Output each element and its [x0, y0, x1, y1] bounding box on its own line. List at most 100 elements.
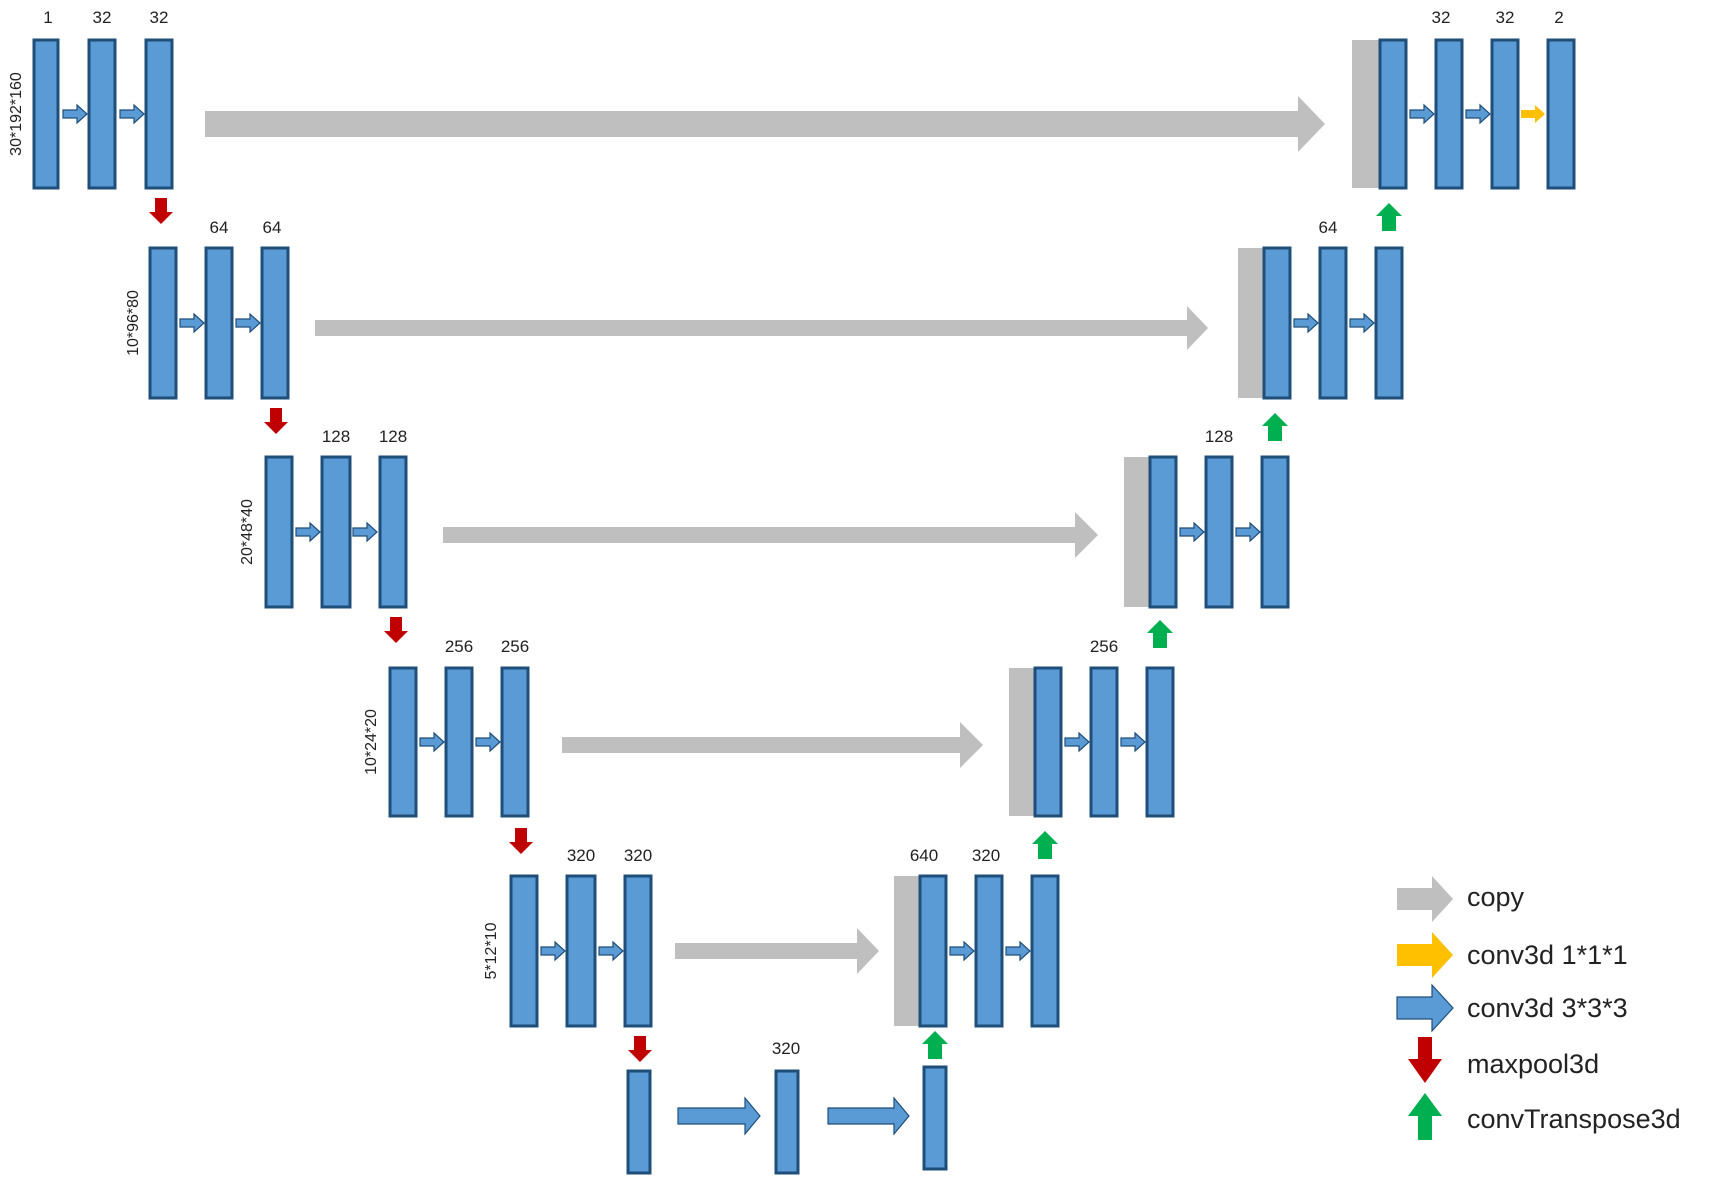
- concat-block: [1124, 457, 1150, 607]
- channel-label: 320: [567, 846, 595, 865]
- conv3d-arrow: [295, 522, 321, 542]
- feature-block: [148, 246, 178, 400]
- feature-block: [378, 455, 408, 609]
- conv-transpose-arrow: [1032, 831, 1058, 859]
- conv-transpose-arrow: [922, 1031, 948, 1059]
- channel-label: 320: [972, 846, 1000, 865]
- copy-arrow: [443, 512, 1098, 558]
- conv3d-arrow: [1120, 732, 1146, 752]
- conv3d-arrow: [677, 1096, 761, 1136]
- channel-label: 128: [322, 427, 350, 446]
- feature-block: [918, 874, 948, 1028]
- channel-label: 128: [379, 427, 407, 446]
- maxpool-arrow: [628, 1036, 652, 1062]
- legend-maxpool-swatch: [1408, 1037, 1442, 1083]
- feature-block: [1434, 38, 1464, 190]
- feature-block: [260, 246, 290, 400]
- channel-label: 32: [150, 8, 169, 27]
- conv3d-arrow: [949, 941, 975, 961]
- dimension-label: 30*192*160: [8, 72, 25, 156]
- maxpool-arrow: [264, 408, 288, 434]
- conv3d-arrow: [1064, 732, 1090, 752]
- decoder-level-2: 64: [1238, 218, 1404, 400]
- channel-label: 2: [1554, 8, 1563, 27]
- decoder-level-1: 32 32 2: [1352, 8, 1576, 190]
- legend-upconv-swatch: [1408, 1093, 1442, 1140]
- conv3d-arrow: [179, 313, 205, 333]
- conv3d-arrow: [540, 941, 566, 961]
- legend-conv1-label: conv3d 1*1*1: [1467, 940, 1628, 970]
- feature-block: [1378, 38, 1408, 190]
- feature-block: [144, 38, 174, 190]
- encoder-level-4: 256 256 10*24*20: [363, 637, 530, 818]
- channel-label: 320: [772, 1039, 800, 1058]
- legend-upconv-label: convTranspose3d: [1467, 1104, 1681, 1134]
- decoder-level-4: 256: [1009, 637, 1175, 818]
- conv3d-arrow: [62, 104, 88, 124]
- feature-block: [565, 874, 597, 1028]
- feature-block: [1089, 666, 1119, 818]
- dimension-label: 10*24*20: [363, 709, 380, 775]
- conv3d-arrow: [1179, 522, 1205, 542]
- conv-transpose-arrow: [1376, 203, 1402, 231]
- conv3d-arrow: [352, 522, 378, 542]
- bottleneck: 320: [626, 1039, 948, 1175]
- channel-label: 32: [93, 8, 112, 27]
- legend-copy-label: copy: [1467, 882, 1525, 912]
- feature-block: [388, 666, 418, 818]
- dimension-label: 10*96*80: [125, 290, 142, 356]
- feature-block: [509, 874, 539, 1028]
- channel-label: 128: [1205, 427, 1233, 446]
- conv3d-arrow: [1465, 104, 1491, 124]
- conv3d-arrow: [598, 941, 624, 961]
- dimension-label: 20*48*40: [239, 499, 256, 565]
- feature-block: [264, 455, 294, 609]
- encoder-level-3: 128 128 20*48*40: [239, 427, 408, 609]
- maxpool-arrow: [509, 828, 533, 854]
- feature-block: [1374, 246, 1404, 400]
- feature-block: [1490, 38, 1520, 190]
- feature-block: [922, 1065, 948, 1171]
- legend-maxpool-label: maxpool3d: [1467, 1049, 1599, 1079]
- conv3d-arrow: [1409, 104, 1435, 124]
- channel-label: 64: [1319, 218, 1338, 237]
- concat-block: [1352, 40, 1380, 188]
- channel-label: 32: [1432, 8, 1451, 27]
- feature-block: [87, 38, 117, 190]
- conv3d-1x1-arrow: [1521, 105, 1545, 123]
- feature-block: [623, 874, 653, 1028]
- dimension-label: 5*12*10: [483, 922, 500, 979]
- concat-block: [894, 876, 920, 1026]
- copy-arrow: [675, 928, 879, 974]
- conv3d-arrow: [419, 732, 445, 752]
- feature-block: [320, 455, 352, 609]
- conv3d-arrow: [119, 104, 145, 124]
- copy-arrow: [205, 96, 1325, 152]
- decoder-level-3: 128: [1124, 427, 1290, 609]
- conv-transpose-arrow: [1147, 620, 1173, 648]
- copy-arrow: [562, 722, 983, 768]
- channel-label: 320: [624, 846, 652, 865]
- channel-label: 256: [1090, 637, 1118, 656]
- conv3d-arrow: [1005, 941, 1031, 961]
- conv3d-arrow: [1293, 313, 1319, 333]
- channel-label: 64: [263, 218, 282, 237]
- concat-block: [1009, 668, 1035, 816]
- feature-block: [1262, 246, 1292, 400]
- conv3d-arrow: [475, 732, 501, 752]
- legend-conv3-swatch: [1396, 983, 1454, 1033]
- feature-block: [204, 246, 234, 400]
- legend-conv3-label: conv3d 3*3*3: [1467, 993, 1628, 1023]
- channel-label: 64: [210, 218, 229, 237]
- conv3d-arrow: [827, 1096, 910, 1136]
- channel-label: 32: [1496, 8, 1515, 27]
- feature-block: [1204, 455, 1234, 609]
- decoder-level-5: 640 320: [894, 846, 1060, 1028]
- legend-conv1-swatch: [1397, 932, 1453, 978]
- channel-label: 256: [501, 637, 529, 656]
- feature-block: [500, 666, 530, 818]
- feature-block: [1145, 666, 1175, 818]
- feature-block: [1148, 455, 1178, 609]
- conv3d-arrow: [235, 313, 261, 333]
